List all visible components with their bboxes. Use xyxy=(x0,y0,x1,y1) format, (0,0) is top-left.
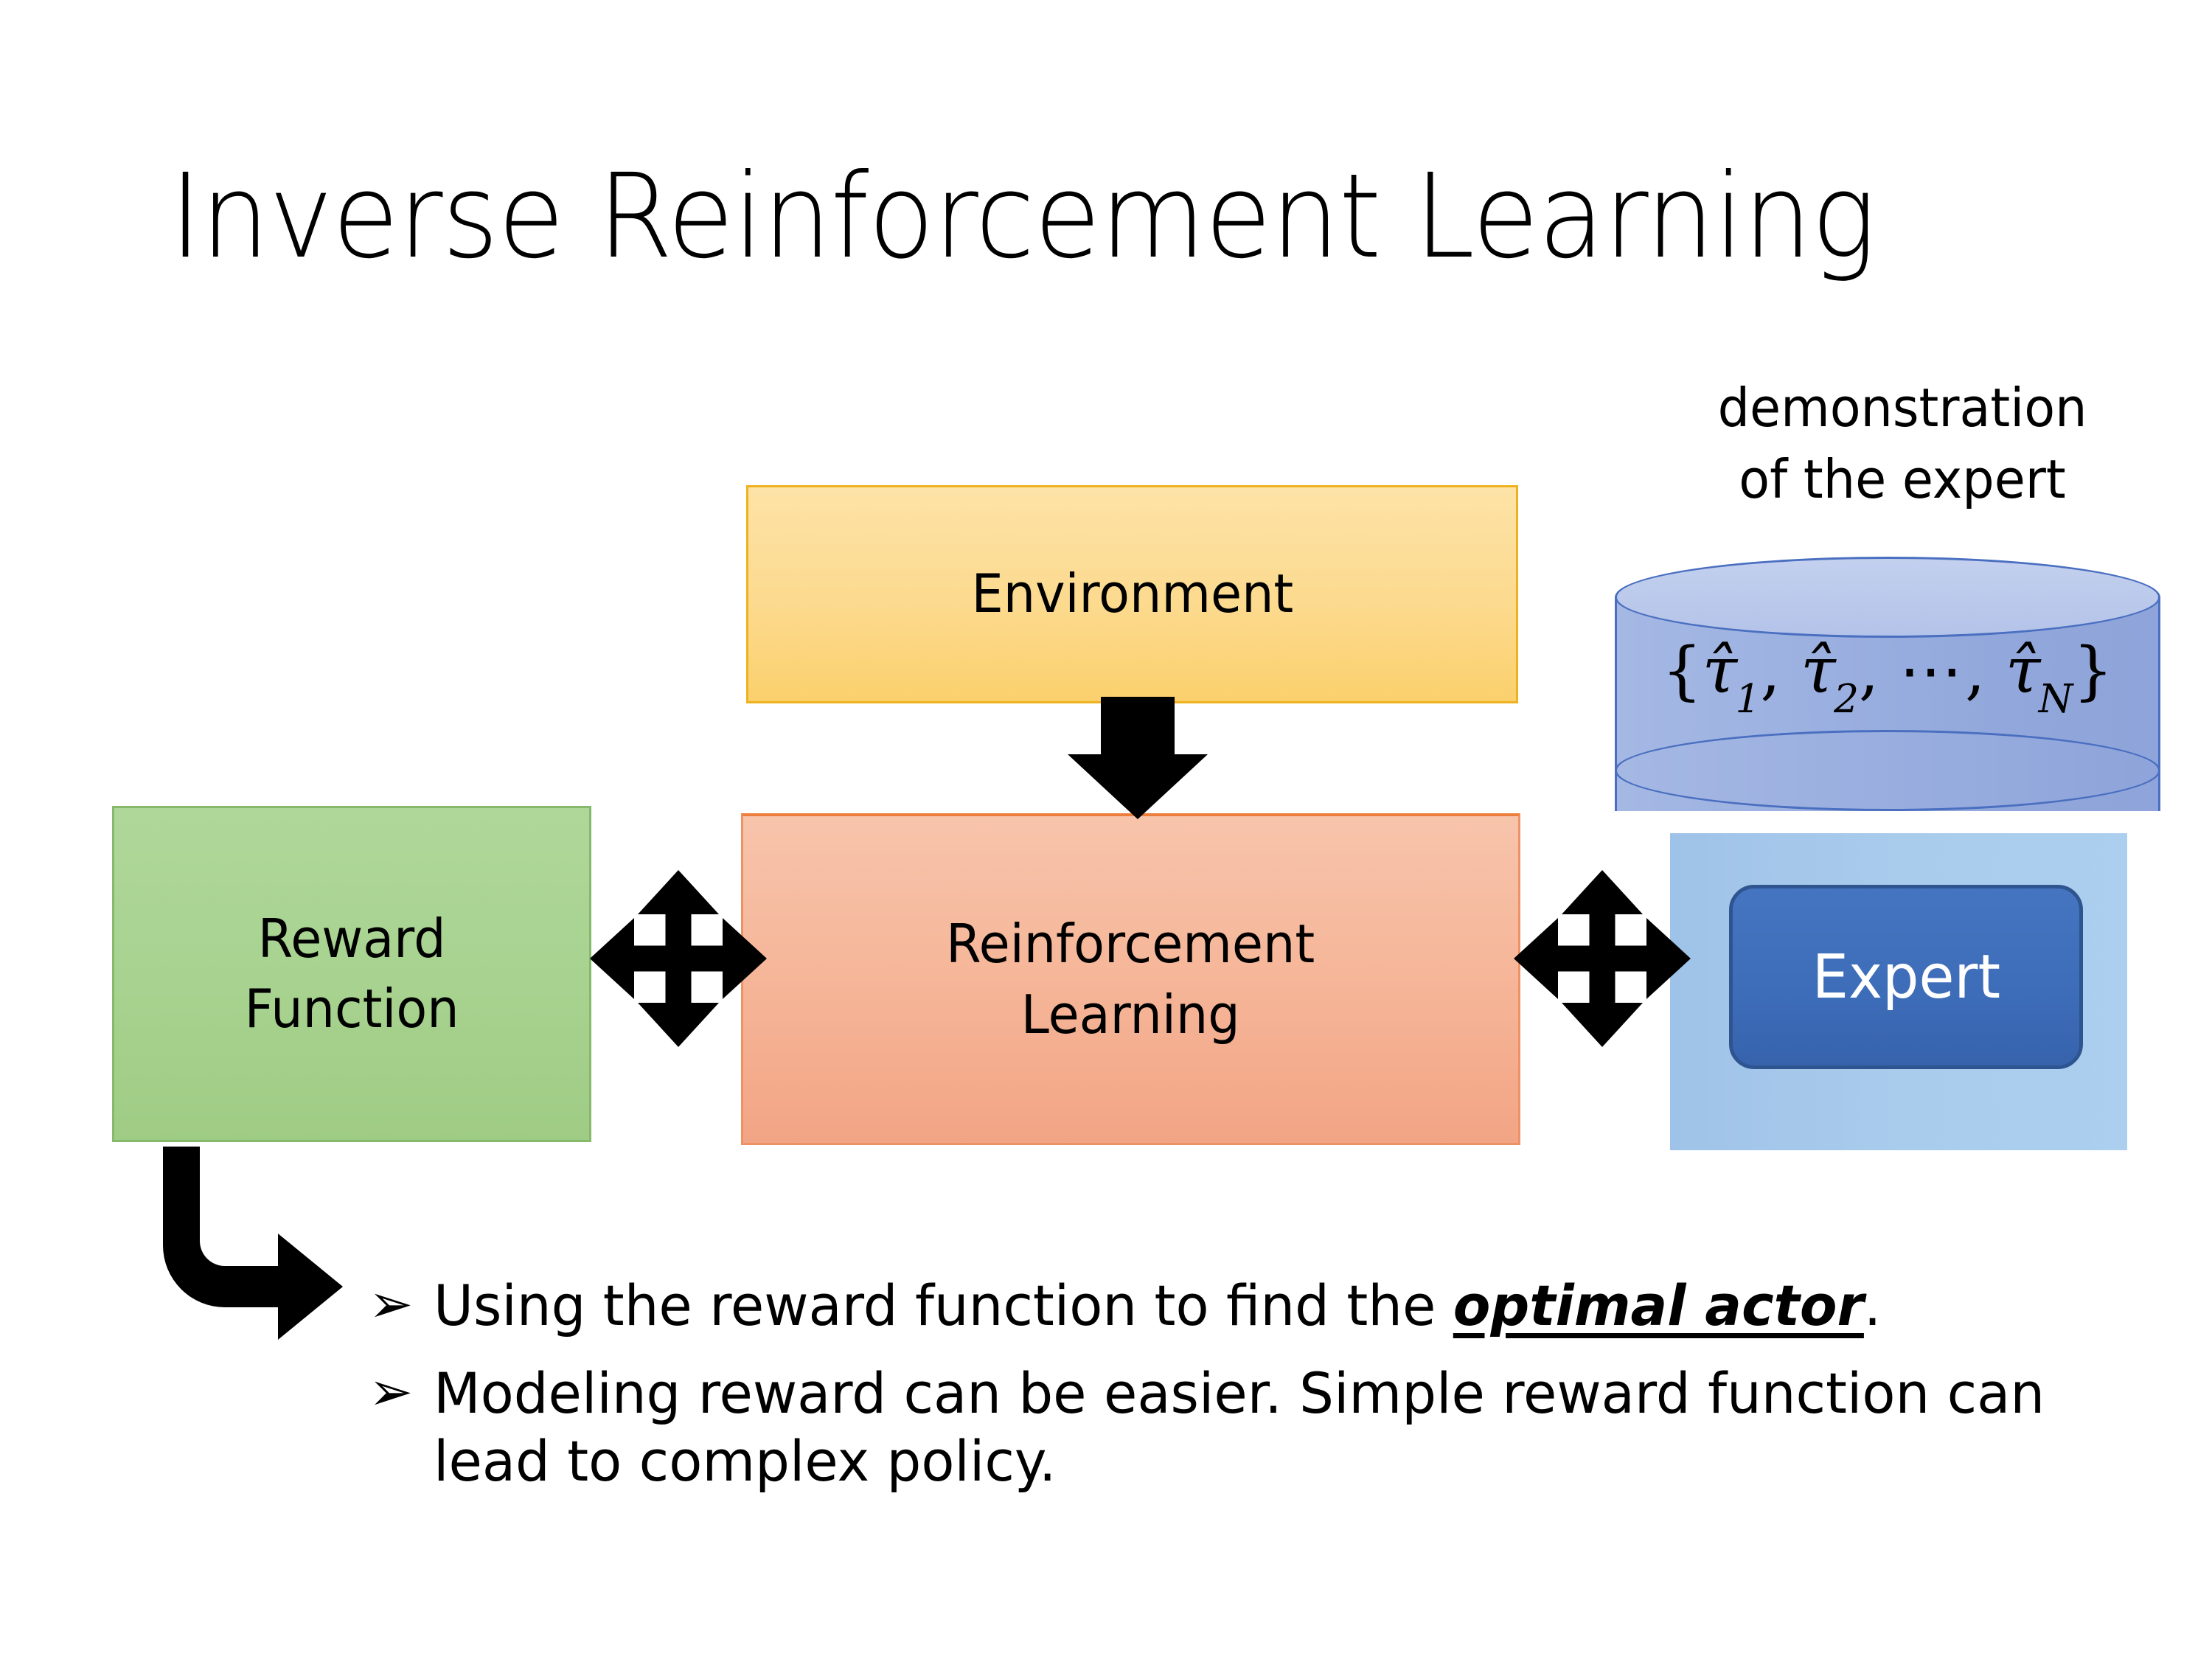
cylinder-top-ellipse xyxy=(1615,557,2160,638)
formula-sub-3: N xyxy=(2038,675,2073,722)
environment-to-rl-arrow-icon xyxy=(1068,697,1208,819)
demonstration-caption: demonstration of the expert xyxy=(1664,372,2140,515)
environment-box-label: Environment xyxy=(971,563,1293,625)
reward-function-box[interactable]: Reward Function xyxy=(112,806,591,1142)
expert-box[interactable]: Expert xyxy=(1729,885,2083,1069)
reinforcement-learning-box[interactable]: Reinforcement Learning xyxy=(741,813,1520,1145)
demonstration-cylinder[interactable]: {τ̂1, τ̂2, ⋯, τ̂N} xyxy=(1615,557,2160,852)
bullet-text-2: Modeling reward can be easier. Simple re… xyxy=(434,1360,2045,1495)
demonstration-caption-line2: of the expert xyxy=(1739,448,2066,511)
bullet-1-emphasis: optimal actor xyxy=(1453,1273,1864,1338)
bullet-1-prefix: Using the reward function to find the xyxy=(434,1273,1453,1338)
reward-function-box-label: Reward Function xyxy=(245,904,459,1044)
formula-term-2: τ̂ xyxy=(1801,634,1836,708)
formula-ellipsis: ⋯ xyxy=(1899,634,1966,708)
list-item: ➢ Using the reward function to find the … xyxy=(369,1272,2109,1340)
formula-open-brace: { xyxy=(1661,634,1703,708)
formula-close-brace: } xyxy=(2073,634,2114,708)
bullet-arrow-icon: ➢ xyxy=(369,1360,414,1422)
bullet-list: ➢ Using the reward function to find the … xyxy=(369,1272,2109,1515)
list-item: ➢ Modeling reward can be easier. Simple … xyxy=(369,1360,2109,1496)
formula-term-1: τ̂ xyxy=(1702,634,1738,708)
reward-label-line2: Function xyxy=(244,978,459,1040)
formula-sub-1: 1 xyxy=(1735,675,1761,722)
rl-expert-quad-arrow-icon xyxy=(1514,870,1691,1047)
bullet-arrow-icon: ➢ xyxy=(369,1273,414,1335)
formula-sep-1: , xyxy=(1760,634,1801,708)
formula-sep-3: , xyxy=(1965,634,2006,708)
formula-sub-2: 2 xyxy=(1834,675,1859,722)
cylinder-bottom-ellipse xyxy=(1615,730,2160,811)
environment-box[interactable]: Environment xyxy=(746,485,1518,703)
reward-to-bullets-elbow-arrow-icon xyxy=(163,1147,343,1340)
bullet-1-suffix: . xyxy=(1863,1273,1882,1338)
expert-box-label: Expert xyxy=(1812,942,2000,1012)
reinforcement-learning-box-label: Reinforcement Learning xyxy=(946,909,1315,1049)
page-title: Inverse Reinforcement Learning xyxy=(170,149,1877,285)
reward-rl-quad-arrow-icon xyxy=(590,870,767,1047)
formula-term-3: τ̂ xyxy=(2005,634,2041,708)
demonstration-caption-line1: demonstration xyxy=(1717,377,2087,439)
formula-sep-2: , xyxy=(1858,634,1899,708)
rl-label-line1: Reinforcement xyxy=(946,913,1315,975)
reward-label-line1: Reward xyxy=(257,907,446,970)
rl-label-line2: Learning xyxy=(1021,983,1240,1046)
bullet-text-1: Using the reward function to find the op… xyxy=(434,1272,2059,1340)
trajectory-set-formula: {τ̂1, τ̂2, ⋯, τ̂N} xyxy=(1615,634,2160,722)
